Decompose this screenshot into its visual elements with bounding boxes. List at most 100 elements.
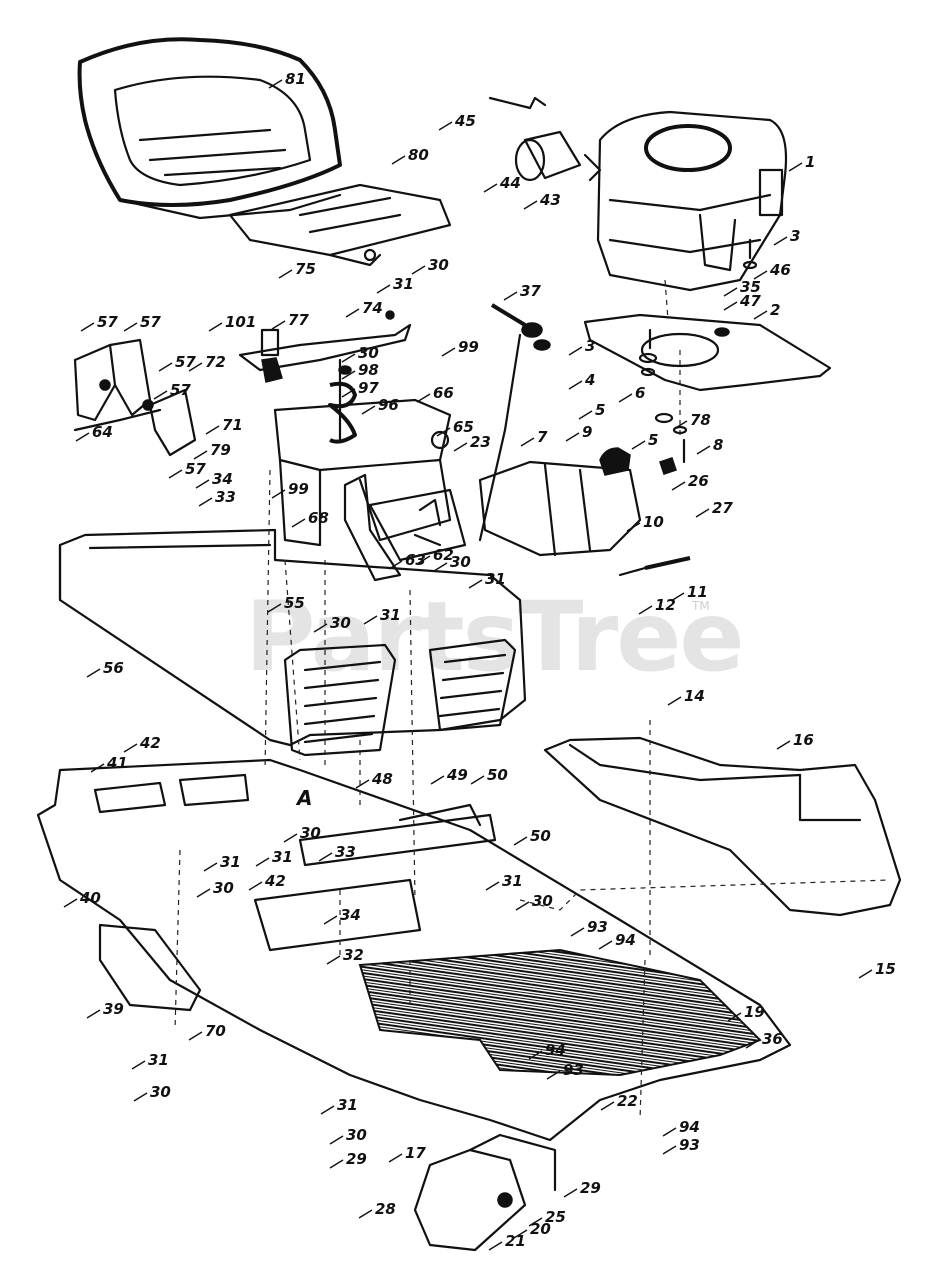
callout-leader	[153, 390, 168, 400]
callout-leader	[196, 888, 211, 898]
callout-63: 63	[405, 551, 426, 569]
callout-leader	[670, 592, 685, 602]
callout-leader	[565, 432, 580, 442]
alignment-lines	[174, 279, 891, 1121]
callout-leader	[618, 393, 633, 403]
callout-98: 98	[358, 361, 379, 379]
callout-42: 42	[139, 734, 161, 752]
callout-leader	[326, 955, 341, 965]
callout-62: 62	[433, 546, 454, 564]
callout-leader	[361, 405, 376, 415]
callout-64: 64	[92, 423, 113, 441]
throttle-part	[478, 303, 551, 542]
callout-44: 44	[499, 174, 521, 192]
callout-leader	[411, 265, 426, 275]
callout-30: 30	[300, 824, 321, 842]
callout-94: 94	[545, 1041, 566, 1059]
callout-33: 33	[335, 843, 356, 861]
callout-42: 42	[264, 872, 286, 890]
callout-leader	[638, 605, 653, 615]
callout-leader	[488, 1241, 503, 1251]
callout-leader	[788, 162, 803, 172]
callout-leader	[662, 1127, 677, 1137]
callout-29: 29	[346, 1150, 367, 1168]
callout-96: 96	[378, 396, 399, 414]
callout-10: 10	[643, 513, 664, 531]
callout-leader	[388, 1153, 403, 1163]
callout-35: 35	[740, 278, 761, 296]
callout-5: 5	[595, 401, 605, 419]
callout-94: 94	[679, 1118, 700, 1136]
callout-leader	[753, 310, 768, 320]
callout-leader	[696, 445, 711, 455]
callout-leader	[248, 881, 263, 891]
callout-leader	[727, 1012, 742, 1022]
callout-leader	[198, 497, 213, 507]
callout-57: 57	[140, 313, 161, 331]
callout-21: 21	[505, 1232, 526, 1250]
callout-leader	[376, 284, 391, 294]
callout-leader	[208, 322, 223, 332]
callout-66: 66	[433, 384, 454, 402]
callout-leader	[430, 775, 445, 785]
callout-28: 28	[375, 1200, 396, 1218]
callout-20: 20	[530, 1220, 551, 1238]
callout-41: 41	[106, 754, 128, 772]
callout-31: 31	[502, 872, 523, 890]
callout-9: 9	[582, 423, 592, 441]
callout-leader	[546, 1070, 561, 1080]
brake-linkage-part	[73, 338, 197, 457]
callout-30: 30	[330, 614, 351, 632]
callout-31: 31	[393, 275, 414, 293]
callout-leader	[523, 200, 538, 210]
callout-leader	[468, 579, 483, 589]
callout-leader	[568, 380, 583, 390]
callout-leader	[433, 562, 448, 572]
callout-57: 57	[185, 460, 206, 478]
callout-leader	[578, 410, 593, 420]
callout-leader	[626, 522, 641, 532]
callout-2: 2	[770, 301, 780, 319]
callout-leader	[133, 1092, 148, 1102]
starter-part	[488, 96, 602, 182]
callout-leader	[528, 1217, 543, 1227]
callout-leader	[745, 1039, 760, 1049]
callout-leader	[131, 1060, 146, 1070]
callout-leader	[470, 775, 485, 785]
callout-leader	[313, 623, 328, 633]
callout-80: 80	[408, 146, 429, 164]
callout-46: 46	[769, 261, 791, 279]
callout-leader	[563, 1188, 578, 1198]
seat-part	[77, 37, 342, 220]
callout-leader	[123, 743, 138, 753]
callout-43: 43	[539, 191, 561, 209]
callout-leader	[436, 427, 451, 437]
callout-leader	[671, 481, 686, 491]
frame-part	[36, 758, 792, 1142]
callout-30: 30	[428, 256, 449, 274]
callout-34: 34	[212, 470, 233, 488]
callout-leader	[503, 291, 518, 301]
callout-leader	[723, 287, 738, 297]
callout-leader	[753, 270, 768, 280]
callout-leader	[193, 450, 208, 460]
callout-39: 39	[103, 1000, 124, 1018]
callout-12: 12	[655, 596, 676, 614]
callout-72: 72	[205, 353, 226, 371]
callout-4: 4	[584, 371, 595, 389]
callout-8: 8	[713, 436, 723, 454]
callout-leader	[416, 555, 431, 565]
callout-23: 23	[470, 433, 491, 451]
callout-7: 7	[537, 428, 548, 446]
callout-99: 99	[288, 480, 309, 498]
callout-leader	[438, 121, 453, 131]
seat-bracket-part	[228, 183, 452, 267]
callout-94: 94	[615, 931, 636, 949]
callout-leader	[513, 1229, 528, 1239]
callout-79: 79	[210, 441, 231, 459]
callout-leader	[723, 301, 738, 311]
callout-45: 45	[454, 112, 476, 130]
callout-30: 30	[450, 553, 471, 571]
